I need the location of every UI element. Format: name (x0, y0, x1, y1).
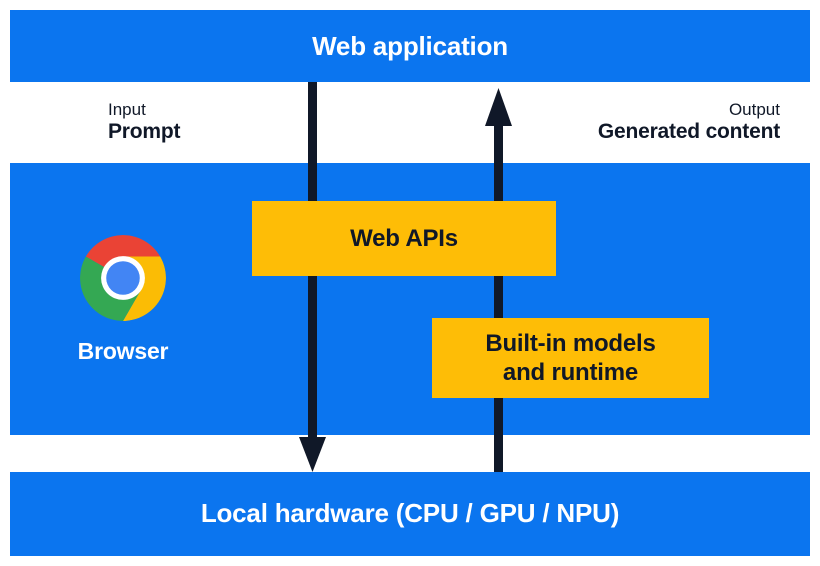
local-hardware-label: Local hardware (CPU / GPU / NPU) (200, 498, 620, 528)
chrome-red-segment (85, 235, 161, 268)
browser-label: Browser (77, 338, 169, 364)
output-label-group: Output Generated content (598, 100, 780, 145)
input-label-group: Input Prompt (108, 100, 181, 145)
chrome-blue-center (106, 261, 140, 295)
input-value-label: Prompt (108, 120, 181, 144)
chrome-logo-icon (80, 235, 166, 321)
band-web-application (10, 10, 810, 82)
web-apis-box[interactable]: Web APIs (252, 201, 556, 276)
chrome-green-segment (80, 256, 142, 321)
input-kind-label: Input (108, 100, 146, 119)
output-value-label: Generated content (597, 120, 780, 144)
output-kind-label: Output (728, 100, 780, 119)
built-in-models-label: Built-in models and runtime (485, 329, 656, 386)
band-local-hardware (10, 472, 810, 556)
web-apis-label: Web APIs (350, 224, 458, 252)
chrome-yellow-segment (123, 256, 166, 321)
built-in-models-box[interactable]: Built-in models and runtime (432, 318, 709, 398)
web-application-label: Web application (312, 31, 508, 61)
